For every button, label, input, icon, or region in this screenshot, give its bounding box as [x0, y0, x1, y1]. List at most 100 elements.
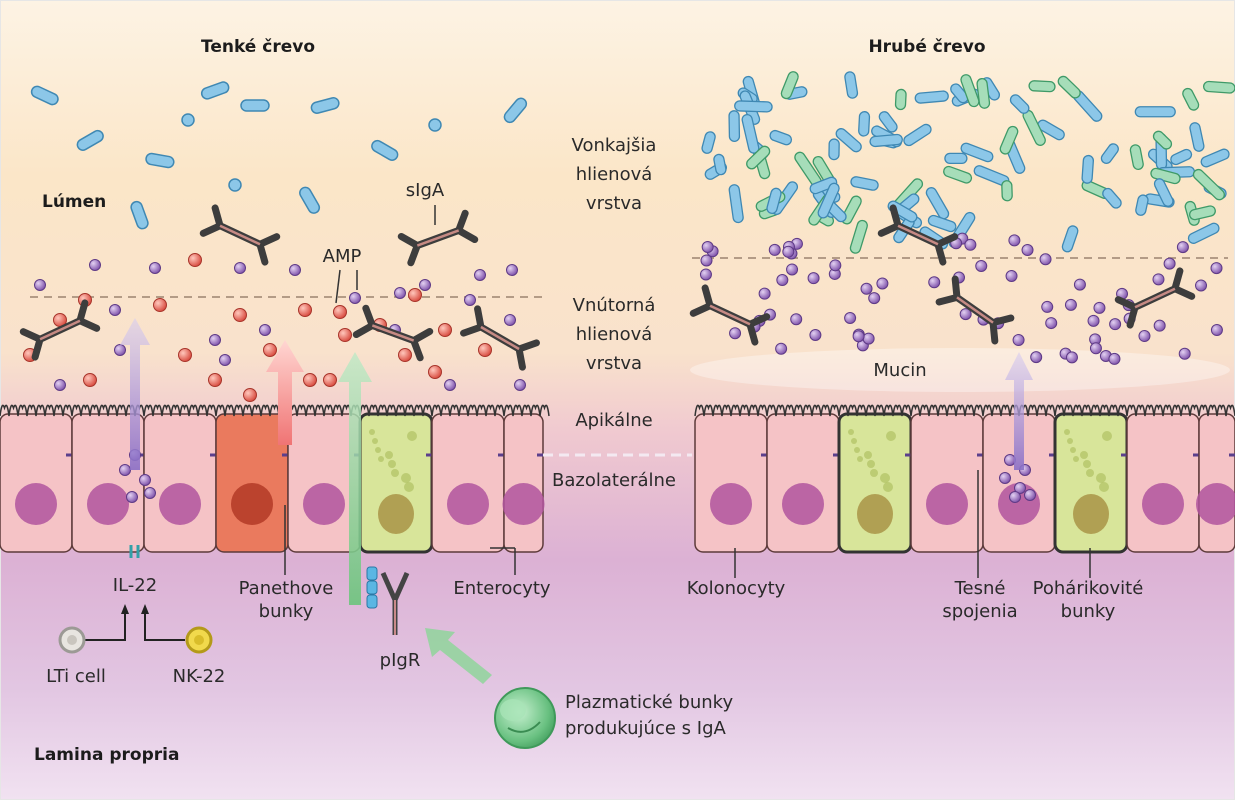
amp-secretion-arrow — [266, 340, 304, 445]
nk22-label: NK-22 — [172, 666, 226, 687]
nucleus — [15, 483, 57, 525]
mucin-dot-icon — [876, 277, 889, 290]
rod-bacterium-icon — [850, 176, 879, 191]
rod-bacterium-icon — [849, 219, 868, 254]
mucin-dot-icon — [1030, 351, 1043, 364]
plasma-cells-label: Plazmatické bunky produkujúce s IgA — [565, 692, 734, 740]
mucin-dot-icon — [1153, 319, 1166, 332]
mucin-dot-icon — [144, 487, 156, 499]
rod-bacterium-icon — [1189, 205, 1216, 221]
goblet-nucleus — [857, 494, 893, 534]
rod-bacterium-icon — [1202, 80, 1235, 94]
plasma-to-pigr-arrow — [425, 628, 492, 684]
rod-bacterium-icon — [960, 74, 980, 108]
mucin-dot-icon — [1109, 318, 1122, 331]
mucin-dot-icon — [786, 263, 799, 276]
nucleus — [231, 483, 273, 525]
amp-dot-icon — [333, 305, 347, 319]
rod-bacterium-icon — [925, 187, 950, 220]
mucin-dot-icon — [114, 344, 126, 356]
nucleus — [1196, 483, 1235, 525]
lti-cell-label: LTi cell — [46, 666, 106, 687]
rod-bacterium-icon — [701, 131, 716, 154]
mucin-dot-icon — [1089, 342, 1102, 355]
pigr-label: pIgR — [379, 650, 421, 671]
amp-dot-icon — [428, 365, 442, 379]
mucin-dot-icon — [259, 324, 271, 336]
mucin-dot-icon — [868, 292, 881, 305]
mucin-dot-icon — [860, 282, 873, 295]
rod-bacterium-icon — [927, 214, 957, 233]
lti-cell-icon — [58, 626, 86, 654]
rod-bacterium-icon — [894, 88, 907, 111]
mucin-dot-icon — [1008, 234, 1021, 247]
mucin-dot-icon — [729, 327, 742, 340]
mucin-dot-icon — [34, 279, 46, 291]
il22-label: IL-22 — [112, 575, 158, 596]
amp-dot-icon — [478, 343, 492, 357]
mucin-dot-icon — [829, 259, 842, 272]
mucin-dot-icon — [394, 287, 406, 299]
mucin-dot-icon — [1014, 482, 1026, 494]
mucin-dot-icon — [474, 269, 486, 281]
rod-bacterium-icon — [200, 81, 230, 100]
paneth-cells-label: Panethove bunky — [238, 578, 334, 622]
rod-bacterium-icon — [828, 138, 840, 161]
mucin-dot-icon — [514, 379, 526, 391]
rod-bacterium-icon — [766, 187, 782, 214]
mucin-dot-icon — [1163, 257, 1176, 270]
mucin-dot-icon — [700, 254, 713, 267]
rod-bacterium-icon — [878, 111, 898, 133]
mucin-dot-icon — [1176, 241, 1189, 254]
mucin-dot-icon — [54, 379, 66, 391]
rod-bacterium-icon — [503, 97, 528, 124]
mucin-dot-icon — [1073, 278, 1086, 291]
rod-bacterium-icon — [903, 123, 932, 147]
mucin-dot-icon — [209, 334, 221, 346]
mucin-dot-icon — [444, 379, 456, 391]
rod-bacterium-icon — [1135, 194, 1149, 216]
rod-bacterium-icon — [1009, 94, 1030, 114]
amp-dot-icon — [178, 348, 192, 362]
antibody-layer — [19, 204, 1196, 371]
rod-bacterium-icon — [858, 111, 871, 137]
nucleus — [447, 483, 489, 525]
mucin-dot-icon — [1039, 253, 1052, 266]
rod-bacterium-icon — [1001, 180, 1013, 202]
mucin-dot-icon — [1210, 262, 1223, 275]
rod-bacterium-icon — [1081, 154, 1095, 184]
mucin-dot-icon — [1064, 298, 1077, 311]
mucin-dot-icon — [139, 474, 151, 486]
rod-bacterium-icon — [950, 83, 969, 104]
mucin-dot-icon — [1138, 330, 1151, 343]
outer-mucus-label: Vonkajšia hlienová vrstva — [571, 135, 657, 214]
mucin-dot-icon — [1195, 279, 1208, 292]
mucin-dot-icon — [844, 311, 857, 324]
small-intestine-epithelium — [0, 404, 550, 554]
mucin-dot-icon — [1108, 352, 1121, 365]
large-intestine-epithelium — [694, 404, 1235, 554]
rod-bacterium-icon — [780, 71, 799, 100]
mucin-dot-icon — [758, 287, 771, 300]
rod-bacterium-icon — [835, 128, 862, 153]
rod-bacterium-icon — [728, 184, 744, 224]
mucin-dot-icon — [109, 304, 121, 316]
rod-bacterium-icon — [1187, 222, 1220, 244]
rod-bacterium-icon — [1200, 148, 1230, 168]
amp-dot-icon — [398, 348, 412, 362]
lumen-label: Lúmen — [42, 192, 107, 212]
rod-bacterium-icon — [943, 165, 973, 184]
rod-bacterium-icon — [1170, 148, 1193, 166]
mucin-dot-icon — [776, 274, 789, 287]
antibody-icon — [689, 284, 771, 346]
mucin-dot-icon — [219, 354, 231, 366]
rod-bacterium-icon — [371, 139, 399, 161]
antibody-icon — [397, 209, 479, 267]
nucleus — [710, 483, 752, 525]
rod-bacterium-icon — [299, 186, 321, 214]
mucin-dot-icon — [1087, 314, 1100, 327]
mucin-dot-icon — [289, 264, 301, 276]
mucin-dot-icon — [1004, 454, 1016, 466]
rod-bacterium-icon — [1189, 122, 1205, 152]
